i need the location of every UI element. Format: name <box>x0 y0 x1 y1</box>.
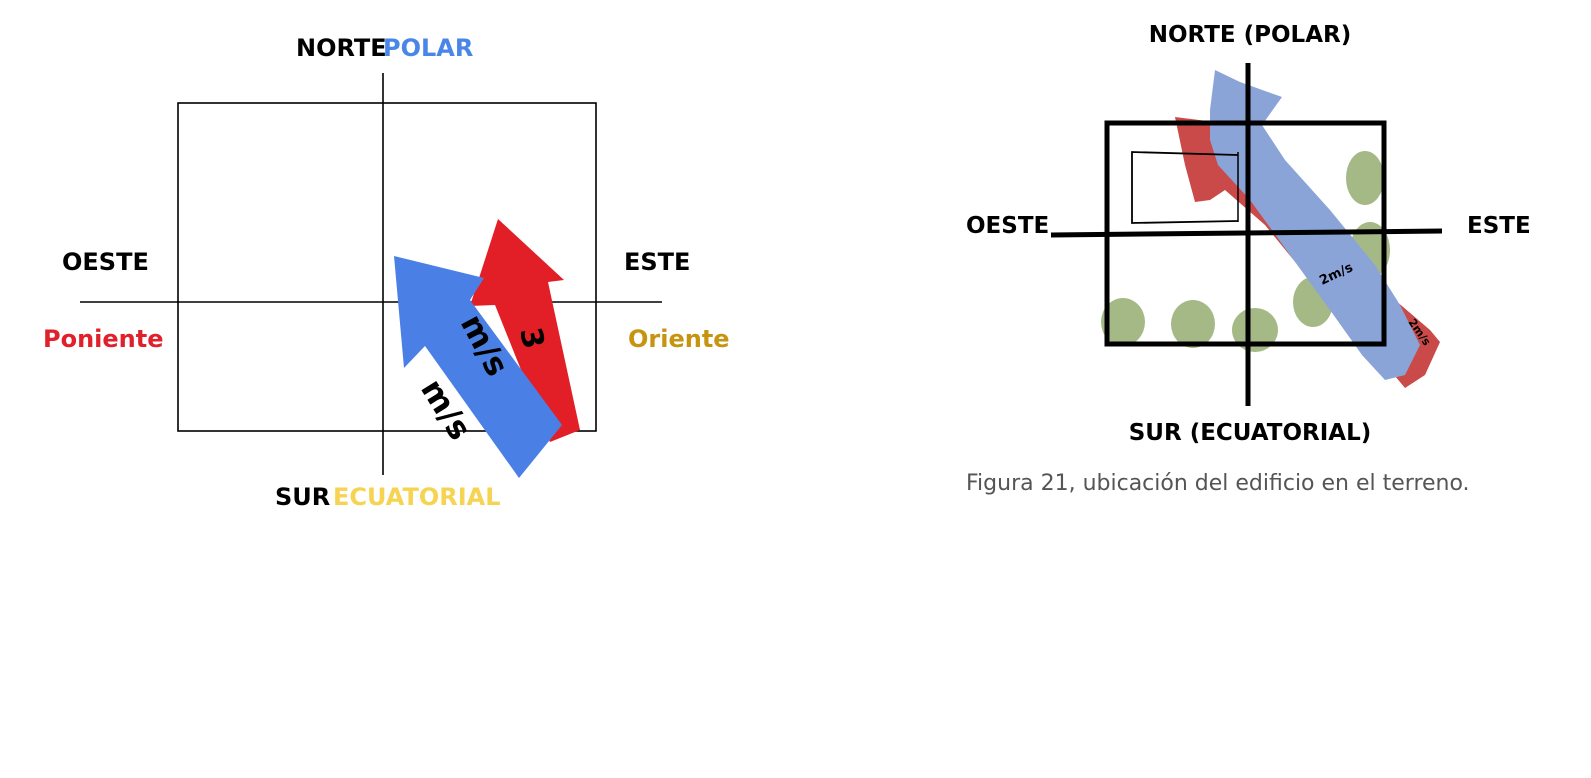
left-east-sub-label: Oriente <box>628 325 730 353</box>
left-west-sub-label: Poniente <box>43 325 164 353</box>
left-south-sub-label: ECUATORIAL <box>333 483 501 511</box>
left-west-label: OESTE <box>62 248 149 276</box>
right-north-label: NORTE (POLAR) <box>1149 22 1352 48</box>
right-east-label: ESTE <box>1467 213 1531 239</box>
blue-wind-arrow <box>394 256 562 478</box>
left-north-label: NORTE <box>296 34 387 62</box>
left-wind-diagram: 3 m/s m/s NORTE POLAR SUR ECUATORIAL OES… <box>43 34 730 511</box>
right-west-label: OESTE <box>966 213 1049 239</box>
left-site-rectangle <box>177 102 597 432</box>
right-site-diagram: 2m/s 2m/s NORTE (POLAR) SUR (ECUATORIAL)… <box>966 22 1531 446</box>
figure-caption: Figura 21, ubicación del edificio en el … <box>966 471 1470 496</box>
left-south-label: SUR <box>275 483 330 511</box>
inner-building-outline <box>1131 151 1239 224</box>
tree-1 <box>1346 151 1384 205</box>
tree-6 <box>1232 308 1278 352</box>
right-south-label: SUR (ECUATORIAL) <box>1129 420 1372 446</box>
left-east-label: ESTE <box>624 248 690 276</box>
left-north-sub-label: POLAR <box>383 34 473 62</box>
red-wind-arrow <box>470 219 580 442</box>
blue-wind-stroke <box>1210 70 1420 380</box>
tree-4 <box>1101 298 1145 346</box>
tree-5 <box>1171 300 1215 348</box>
right-west-east-axis <box>1050 228 1443 238</box>
